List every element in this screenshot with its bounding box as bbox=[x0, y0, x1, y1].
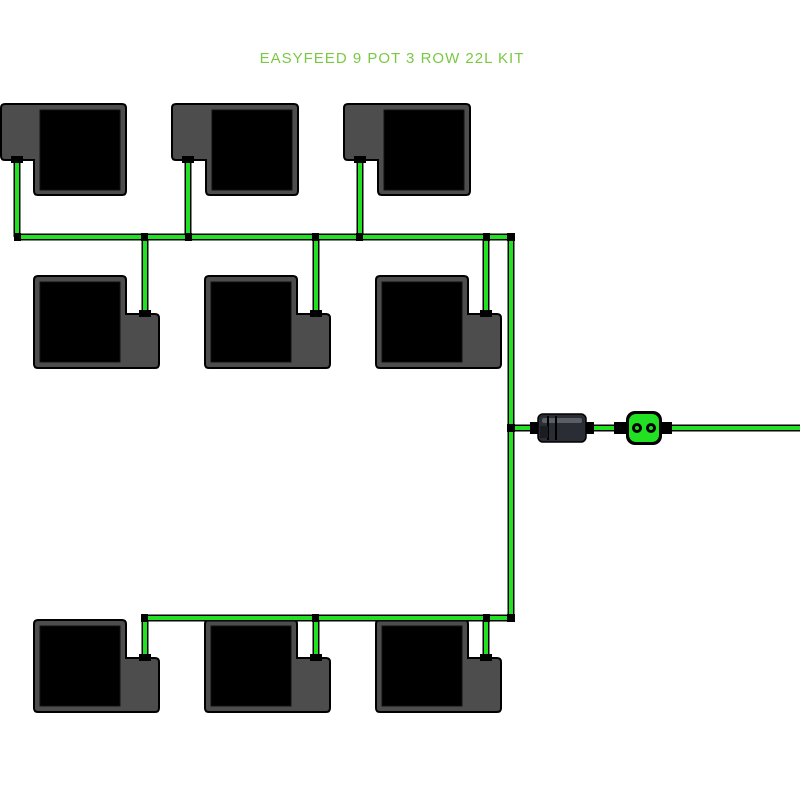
flow-controller-icon bbox=[614, 411, 672, 445]
tee-joint bbox=[507, 424, 515, 432]
elbow-joint bbox=[507, 614, 515, 622]
pot-container bbox=[39, 281, 121, 363]
pot bbox=[33, 275, 160, 369]
pot-feeder-connector bbox=[480, 310, 492, 317]
tee-joint bbox=[185, 233, 192, 241]
tee-joint bbox=[141, 614, 148, 622]
pot-feeder-connector bbox=[182, 156, 194, 163]
pot bbox=[375, 275, 502, 369]
pot-feeder-connector bbox=[310, 654, 322, 661]
tubing bbox=[13, 160, 800, 658]
pot-feeder-connector bbox=[310, 310, 322, 317]
inline-filter-icon bbox=[530, 413, 594, 443]
pot-row-1 bbox=[0, 103, 471, 196]
tee-joint bbox=[483, 233, 490, 241]
tee-joint bbox=[14, 233, 21, 241]
pot-container bbox=[381, 625, 463, 707]
tube-casing bbox=[13, 160, 800, 658]
pot-container bbox=[39, 109, 121, 191]
pot bbox=[204, 275, 331, 369]
diagram-title: EASYFEED 9 POT 3 ROW 22L KIT bbox=[260, 50, 525, 67]
pot bbox=[0, 103, 127, 196]
tee-joint bbox=[312, 614, 319, 622]
elbow-joint bbox=[507, 233, 515, 241]
pot bbox=[375, 619, 502, 713]
pot bbox=[343, 103, 471, 196]
pot-row-3 bbox=[33, 619, 502, 713]
pot-container bbox=[210, 625, 292, 707]
pot-container bbox=[39, 625, 121, 707]
pot-container bbox=[381, 281, 463, 363]
pot bbox=[33, 619, 160, 713]
pot bbox=[204, 619, 331, 713]
pot-container bbox=[211, 109, 293, 191]
pot-row-2 bbox=[33, 275, 502, 369]
pot-feeder-connector bbox=[480, 654, 492, 661]
pot-container bbox=[383, 109, 465, 191]
connectors bbox=[11, 156, 515, 661]
pot-feeder-connector bbox=[11, 156, 23, 163]
pot-feeder-connector bbox=[139, 310, 151, 317]
pot-feeder-connector bbox=[354, 156, 366, 163]
tee-joint bbox=[356, 233, 363, 241]
pot bbox=[171, 103, 299, 196]
pot-container bbox=[210, 281, 292, 363]
tee-joint bbox=[483, 614, 490, 622]
tee-joint bbox=[312, 233, 319, 241]
tee-joint bbox=[141, 233, 148, 241]
pot-feeder-connector bbox=[139, 654, 151, 661]
